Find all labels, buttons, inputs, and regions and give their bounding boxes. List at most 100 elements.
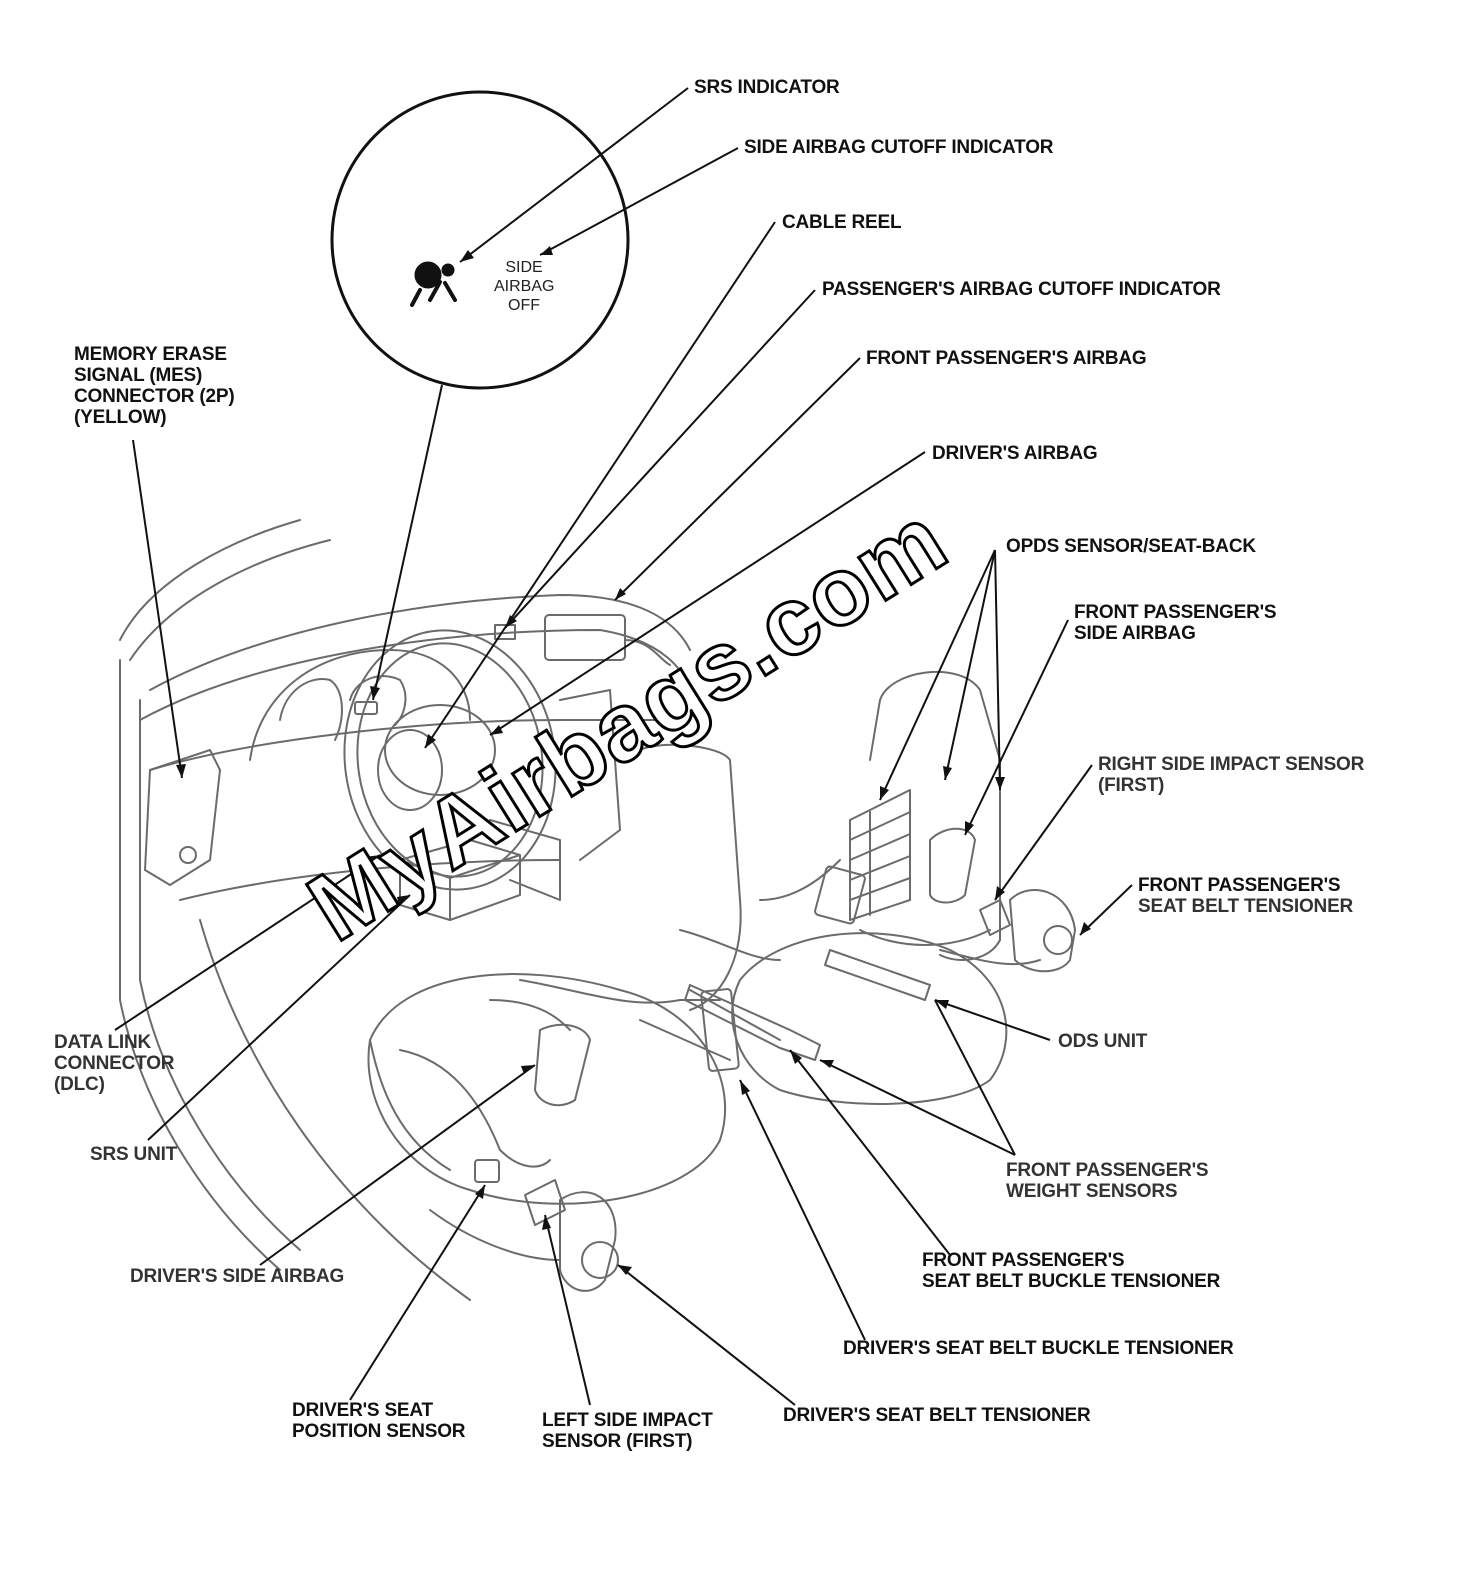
label-line: (YELLOW) — [74, 407, 167, 428]
label-line: OPDS SENSOR/SEAT-BACK — [1006, 536, 1256, 557]
passenger-belt-tensioner — [1009, 889, 1076, 973]
driver-belt-tensioner — [559, 1191, 617, 1292]
ods-unit-bar — [824, 949, 931, 1001]
driver-side-airbag-module — [534, 1023, 591, 1107]
leader-cable-reel — [424, 221, 776, 749]
label-drivers-seat-belt-tensioner: DRIVER'S SEAT BELT TENSIONER — [783, 1405, 1091, 1426]
instrument-gauge — [279, 678, 343, 741]
label-line: SRS UNIT — [90, 1144, 178, 1165]
driver-seat-back — [639, 743, 742, 1011]
dashboard-top — [149, 594, 691, 691]
label-line: SIDE AIRBAG CUTOFF INDICATOR — [744, 137, 1054, 158]
center-console — [559, 689, 621, 861]
label-line: SEAT BELT TENSIONER — [1138, 896, 1354, 917]
driver-seat-position-sensor — [474, 1159, 500, 1183]
inset-text-line: OFF — [508, 297, 540, 314]
indicator-inset-circle — [330, 90, 630, 390]
label-drivers-airbag: DRIVER'S AIRBAG — [932, 443, 1098, 464]
label-line: PASSENGER'S AIRBAG CUTOFF INDICATOR — [822, 279, 1221, 300]
leader-passenger-buckle-tensioner — [789, 1049, 951, 1256]
label-line: SEAT BELT BUCKLE TENSIONER — [922, 1271, 1221, 1292]
label-side-airbag-cutoff-indicator: SIDE AIRBAG CUTOFF INDICATOR — [744, 137, 1054, 158]
leader-mes-connector — [132, 439, 183, 779]
label-opds-sensor-seat-back: OPDS SENSOR/SEAT-BACK — [1006, 536, 1256, 557]
label-drivers-side-airbag: DRIVER'S SIDE AIRBAG — [130, 1266, 344, 1287]
mes-connector-plug — [179, 846, 197, 864]
leader-front-passenger-airbag — [614, 357, 861, 601]
inset-text-line: AIRBAG — [494, 278, 555, 295]
label-line: CABLE REEL — [782, 212, 902, 233]
passenger-side-airbag-module — [929, 827, 976, 904]
passenger-harness — [759, 859, 841, 901]
leader-seat-position-sensor — [349, 1184, 486, 1401]
dashboard-front — [149, 719, 691, 771]
steering-wheel-inner — [356, 642, 544, 878]
leader-opds-a — [879, 549, 996, 801]
label-line: ODS UNIT — [1058, 1031, 1148, 1052]
label-passengers-airbag-cutoff-indicator: PASSENGER'S AIRBAG CUTOFF INDICATOR — [822, 279, 1221, 300]
leader-driver-belt-tensioner — [617, 1264, 796, 1406]
passenger-cutoff-indicator-lamp — [494, 624, 516, 640]
leader-drivers-airbag — [489, 451, 926, 736]
label-line: RIGHT SIDE IMPACT SENSOR — [1098, 754, 1365, 775]
driver-harness — [519, 979, 721, 1004]
label-data-link-connector: DATA LINK CONNECTOR (DLC) — [54, 1032, 175, 1095]
label-cable-reel: CABLE REEL — [782, 212, 902, 233]
door-edge-line — [139, 699, 301, 1251]
label-srs-indicator: SRS INDICATOR — [694, 77, 840, 98]
passenger-harness — [939, 949, 1041, 966]
label-line: FRONT PASSENGER'S — [1138, 875, 1341, 896]
leader-right-impact-sensor — [994, 764, 1093, 901]
passenger-airbag-harness — [624, 639, 671, 666]
driver-seat-rail — [639, 989, 781, 1061]
passenger-airbag-module — [544, 614, 626, 661]
label-line: (FIRST) — [1098, 775, 1165, 796]
driver-harness — [399, 1049, 551, 1168]
opds-sensor-grid — [849, 789, 911, 921]
leader-weight-sensors-b — [819, 1059, 1016, 1156]
label-line: DRIVER'S SEAT — [292, 1400, 433, 1421]
driver-harness — [489, 999, 571, 1031]
leader-arrowheads — [176, 246, 1091, 1275]
steering-wheel-rim — [343, 629, 557, 891]
leader-ods-unit — [934, 999, 1051, 1041]
dashboard-lower — [139, 629, 691, 721]
leader-inset-to-cluster — [372, 384, 443, 701]
label-line: DRIVER'S SEAT BELT TENSIONER — [783, 1405, 1091, 1426]
label-line: FRONT PASSENGER'S — [922, 1250, 1125, 1271]
inset-text-line: SIDE — [505, 259, 543, 276]
weight-sensor-rail — [684, 984, 821, 1061]
ods-connector — [814, 865, 866, 925]
label-line: FRONT PASSENGER'S AIRBAG — [866, 348, 1147, 369]
dashboard-bottom — [179, 859, 561, 901]
floor-line — [199, 919, 471, 1301]
label-line: SENSOR (FIRST) — [542, 1431, 693, 1452]
leader-passenger-side-airbag — [964, 619, 1069, 836]
label-line: SIGNAL (MES) — [74, 365, 203, 386]
label-drivers-seat-belt-buckle-tensioner: DRIVER'S SEAT BELT BUCKLE TENSIONER — [843, 1338, 1234, 1359]
leader-driver-buckle-tensioner — [739, 1079, 866, 1341]
label-ods-unit: ODS UNIT — [1058, 1031, 1147, 1052]
driver-airbag-module — [384, 704, 496, 796]
label-front-passengers-side-airbag: FRONT PASSENGER'S SIDE AIRBAG — [1074, 602, 1277, 644]
label-line: WEIGHT SENSORS — [1006, 1181, 1178, 1202]
leader-opds-b — [944, 549, 996, 781]
srs-warning-icon — [410, 261, 457, 307]
instrument-gauge — [349, 675, 407, 726]
door-pillar-line — [129, 539, 331, 661]
leader-srs-unit — [147, 894, 411, 1141]
leader-passenger-cutoff — [504, 289, 816, 629]
label-front-passengers-airbag: FRONT PASSENGER'S AIRBAG — [866, 348, 1147, 369]
leader-weight-sensors-a — [934, 999, 1016, 1156]
label-memory-erase-signal-connector: MEMORY ERASE SIGNAL (MES) CONNECTOR (2P)… — [74, 344, 235, 428]
label-line: FRONT PASSENGER'S — [1006, 1160, 1209, 1181]
leader-srs-indicator — [459, 87, 689, 263]
door-pillar-line — [119, 519, 301, 641]
label-line: DRIVER'S SIDE AIRBAG — [130, 1266, 345, 1287]
passenger-harness — [679, 929, 781, 961]
label-line: SRS INDICATOR — [694, 77, 840, 98]
label-left-side-impact-sensor: LEFT SIDE IMPACT SENSOR (FIRST) — [542, 1410, 713, 1452]
driver-buckle-tensioner — [700, 988, 740, 1072]
